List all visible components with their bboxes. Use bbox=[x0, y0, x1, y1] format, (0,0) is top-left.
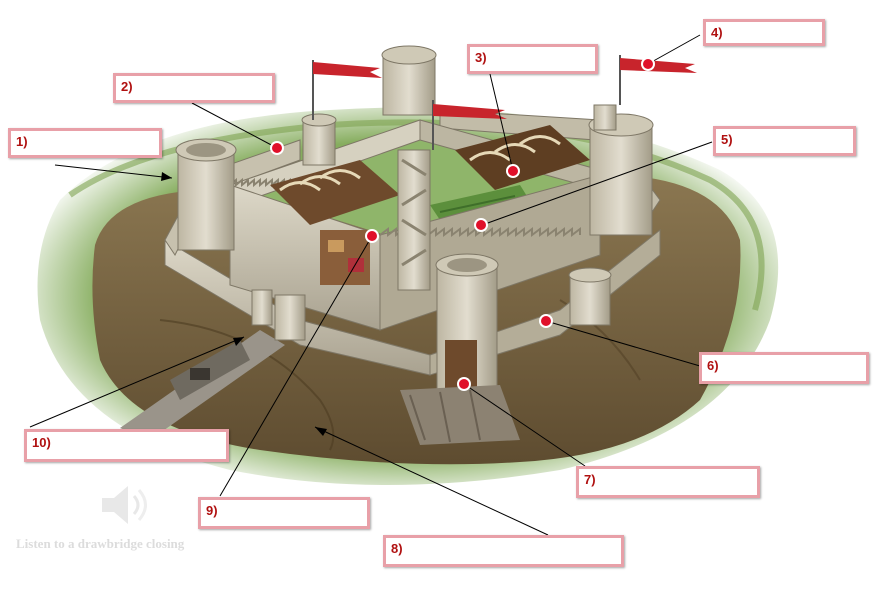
label-box-2[interactable]: 2) bbox=[113, 73, 275, 103]
label-number-2: 2) bbox=[121, 79, 133, 94]
tower-ne bbox=[588, 104, 654, 236]
label-box-9[interactable]: 9) bbox=[198, 497, 370, 529]
label-box-6[interactable]: 6) bbox=[699, 352, 869, 384]
arrowhead-1 bbox=[161, 172, 172, 181]
label-box-7[interactable]: 7) bbox=[576, 466, 760, 498]
gatehouse bbox=[251, 289, 306, 341]
hotspot-7 bbox=[457, 377, 471, 391]
hotspot-9 bbox=[365, 229, 379, 243]
leader-line-6 bbox=[545, 320, 701, 367]
rock-base bbox=[400, 385, 520, 445]
label-box-1[interactable]: 1) bbox=[8, 128, 162, 158]
leader-lines bbox=[29, 34, 713, 536]
tower-nw bbox=[175, 138, 237, 251]
leader-line-4 bbox=[647, 34, 701, 65]
hotspot-5 bbox=[474, 218, 488, 232]
great-hall-cutaway bbox=[270, 160, 400, 285]
sound-caption[interactable]: Listen to a drawbridge closing bbox=[16, 536, 185, 551]
label-number-10: 10) bbox=[32, 435, 51, 450]
speaker-icon[interactable] bbox=[96, 480, 156, 530]
label-number-8: 8) bbox=[391, 541, 403, 556]
leader-arrowheads bbox=[161, 172, 327, 436]
leader-line-2 bbox=[191, 102, 278, 149]
label-number-5: 5) bbox=[721, 132, 733, 147]
hall-cutaway bbox=[455, 125, 590, 190]
label-box-4[interactable]: 4) bbox=[703, 19, 825, 46]
leader-line-7 bbox=[463, 383, 586, 467]
hotspots bbox=[270, 57, 655, 391]
label-number-9: 9) bbox=[206, 503, 218, 518]
arrowhead-8 bbox=[315, 427, 327, 436]
label-number-6: 6) bbox=[707, 358, 719, 373]
leader-line-3 bbox=[489, 73, 514, 172]
label-box-3[interactable]: 3) bbox=[467, 44, 598, 74]
leader-line-5 bbox=[484, 141, 713, 225]
hotspot-6 bbox=[539, 314, 553, 328]
label-box-8[interactable]: 8) bbox=[383, 535, 624, 567]
stair-tower bbox=[397, 149, 431, 291]
label-box-5[interactable]: 5) bbox=[713, 126, 856, 156]
flags bbox=[312, 55, 697, 150]
tower-n bbox=[381, 45, 437, 116]
hotspot-4 bbox=[641, 57, 655, 71]
label-number-1: 1) bbox=[16, 134, 28, 149]
leader-line-1 bbox=[54, 164, 173, 179]
tower-e-small bbox=[568, 267, 612, 326]
label-number-3: 3) bbox=[475, 50, 487, 65]
arrowhead-10 bbox=[233, 337, 244, 346]
label-number-7: 7) bbox=[584, 472, 596, 487]
bridge bbox=[120, 330, 285, 440]
leader-line-8 bbox=[314, 426, 549, 536]
hotspot-3 bbox=[506, 164, 520, 178]
leader-line-10 bbox=[29, 336, 245, 428]
tower-se bbox=[435, 253, 499, 391]
leader-line-9 bbox=[219, 235, 373, 497]
hotspot-2 bbox=[270, 141, 284, 155]
tower-w-small bbox=[301, 113, 337, 166]
label-box-10[interactable]: 10) bbox=[24, 429, 229, 462]
label-number-4: 4) bbox=[711, 25, 723, 40]
